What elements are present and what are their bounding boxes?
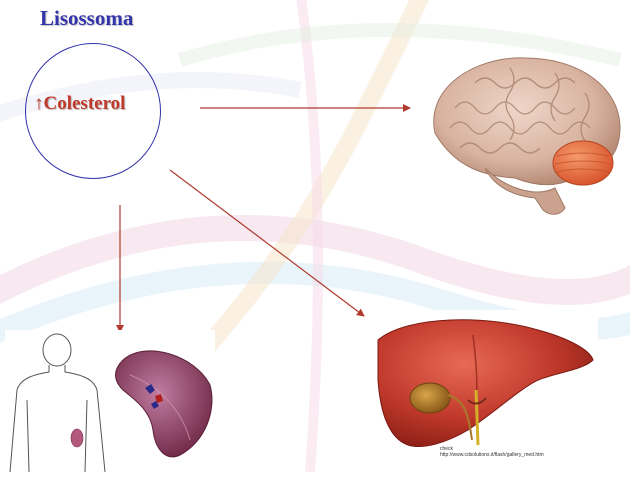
arrow-to-liver: [170, 170, 364, 316]
brain-illustration: [415, 38, 630, 218]
spleen-icon: [116, 351, 212, 457]
small-spleen-marker: [71, 429, 83, 447]
gallbladder-icon: [410, 383, 450, 413]
body-spleen-graphic: [5, 330, 215, 472]
liver-panel: check http://www.cdsolutions.it/flash/ga…: [368, 310, 598, 472]
image-credit: check http://www.cdsolutions.it/flash/ga…: [440, 446, 544, 458]
human-silhouette-icon: [10, 334, 105, 472]
spleen-panel: [5, 330, 215, 472]
brain-icon: [415, 38, 630, 218]
credit-line-2: http://www.cdsolutions.it/flash/gallery_…: [440, 452, 544, 458]
